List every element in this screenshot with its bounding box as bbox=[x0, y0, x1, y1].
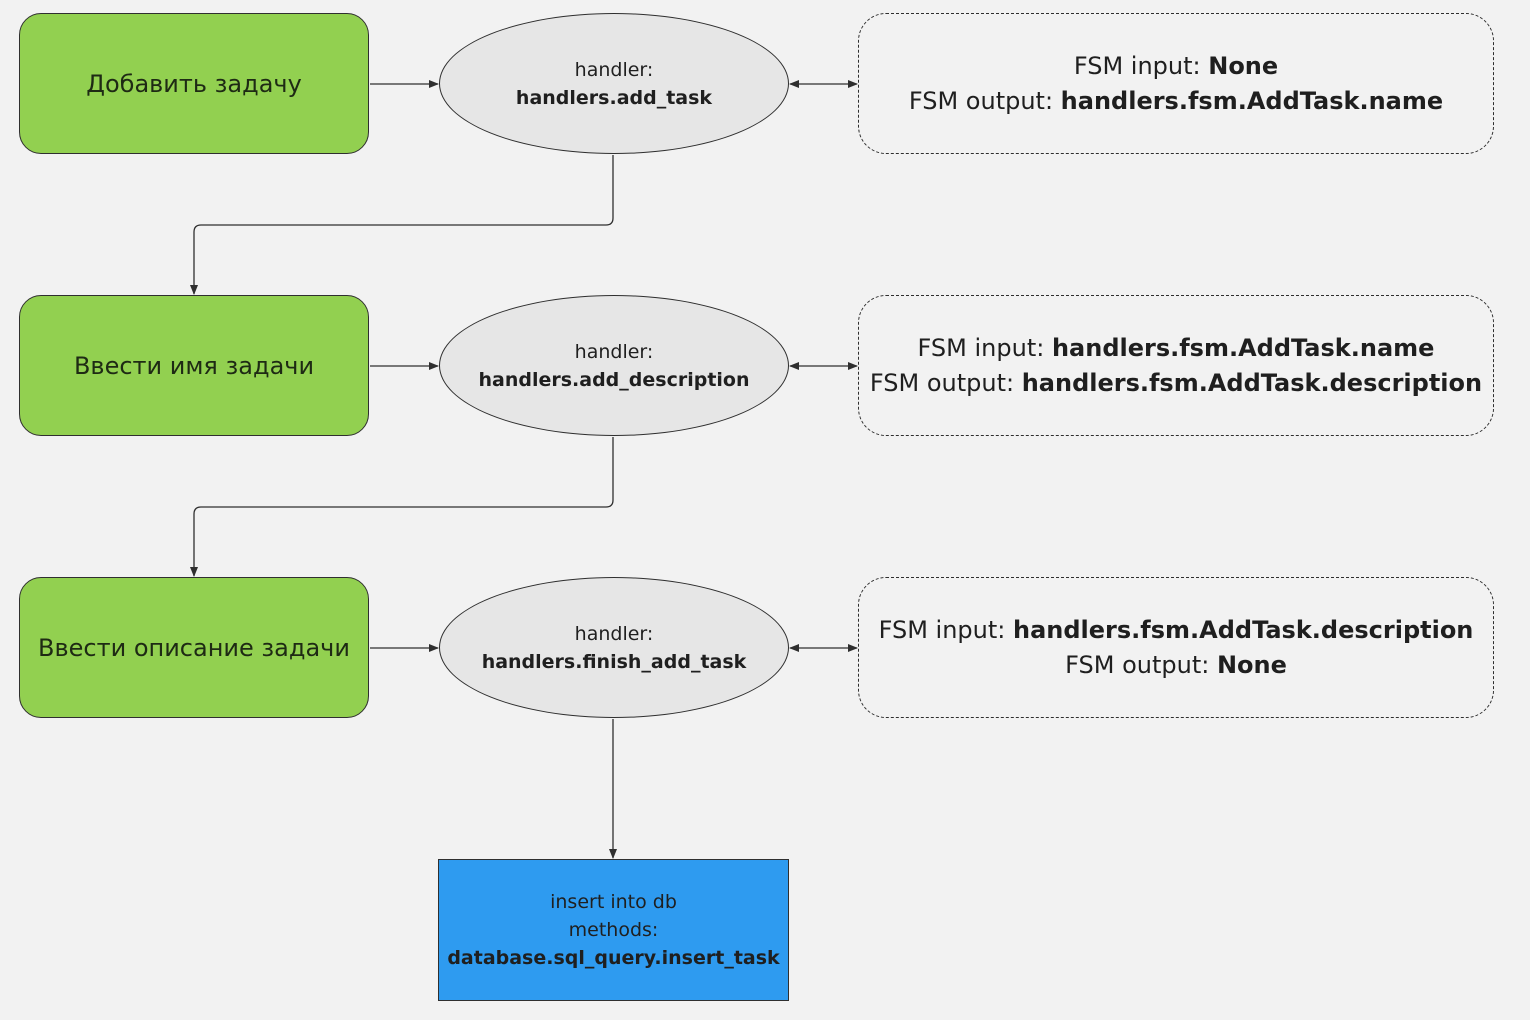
step-enter-task-description: Ввести описание задачи bbox=[19, 577, 369, 718]
handler-add-description: handler: handlers.add_description bbox=[439, 295, 789, 436]
arrow-handler2-to-step3 bbox=[190, 437, 614, 577]
fsm-output-line: FSM output: handlers.fsm.AddTask.name bbox=[909, 84, 1443, 119]
fsm-state-box: FSM input: handlers.fsm.AddTask.name FSM… bbox=[858, 295, 1494, 436]
handler-name: handlers.finish_add_task bbox=[481, 650, 747, 673]
step-label: Ввести имя задачи bbox=[73, 351, 315, 380]
handler-caption: handler: bbox=[574, 58, 654, 81]
fsm-input-value: handlers.fsm.AddTask.name bbox=[1051, 333, 1435, 362]
fsm-output-value: handlers.fsm.AddTask.name bbox=[1060, 86, 1444, 115]
db-method-name: database.sql_query.insert_task bbox=[447, 947, 780, 969]
arrow-handler1-to-step2 bbox=[190, 155, 614, 295]
step-enter-task-name: Ввести имя задачи bbox=[19, 295, 369, 436]
fsm-output-line: FSM output: handlers.fsm.AddTask.descrip… bbox=[870, 366, 1482, 401]
db-insert-box: insert into db methods: database.sql_que… bbox=[438, 859, 789, 1001]
step-label: Добавить задачу bbox=[86, 69, 302, 98]
handler-add-task: handler: handlers.add_task bbox=[439, 13, 789, 154]
fsm-output-value: None bbox=[1216, 650, 1287, 679]
fsm-input-label: FSM input: bbox=[917, 333, 1052, 362]
handler-name: handlers.add_description bbox=[478, 368, 750, 391]
handler-name: handlers.add_task bbox=[515, 86, 713, 109]
fsm-input-line: FSM input: handlers.fsm.AddTask.descript… bbox=[879, 613, 1474, 648]
db-methods-caption: methods: bbox=[568, 919, 659, 941]
fsm-state-box: FSM input: None FSM output: handlers.fsm… bbox=[858, 13, 1494, 154]
fsm-input-value: None bbox=[1208, 51, 1279, 80]
step-label: Ввести описание задачи bbox=[38, 633, 350, 662]
fsm-input-line: FSM input: None bbox=[1074, 49, 1278, 84]
handler-caption: handler: bbox=[574, 622, 654, 645]
handler-finish-add-task: handler: handlers.finish_add_task bbox=[439, 577, 789, 718]
fsm-output-label: FSM output: bbox=[1065, 650, 1217, 679]
fsm-output-line: FSM output: None bbox=[1065, 648, 1287, 683]
fsm-output-label: FSM output: bbox=[908, 86, 1061, 115]
db-caption: insert into db bbox=[550, 891, 677, 913]
fsm-input-label: FSM input: bbox=[1073, 51, 1209, 80]
fsm-input-line: FSM input: handlers.fsm.AddTask.name bbox=[918, 331, 1435, 366]
fsm-input-label: FSM input: bbox=[878, 615, 1013, 644]
fsm-state-box: FSM input: handlers.fsm.AddTask.descript… bbox=[858, 577, 1494, 718]
handler-caption: handler: bbox=[574, 340, 654, 363]
fsm-output-label: FSM output: bbox=[869, 368, 1022, 397]
fsm-output-value: handlers.fsm.AddTask.description bbox=[1021, 368, 1483, 397]
step-add-task: Добавить задачу bbox=[19, 13, 369, 154]
fsm-input-value: handlers.fsm.AddTask.description bbox=[1013, 615, 1474, 644]
